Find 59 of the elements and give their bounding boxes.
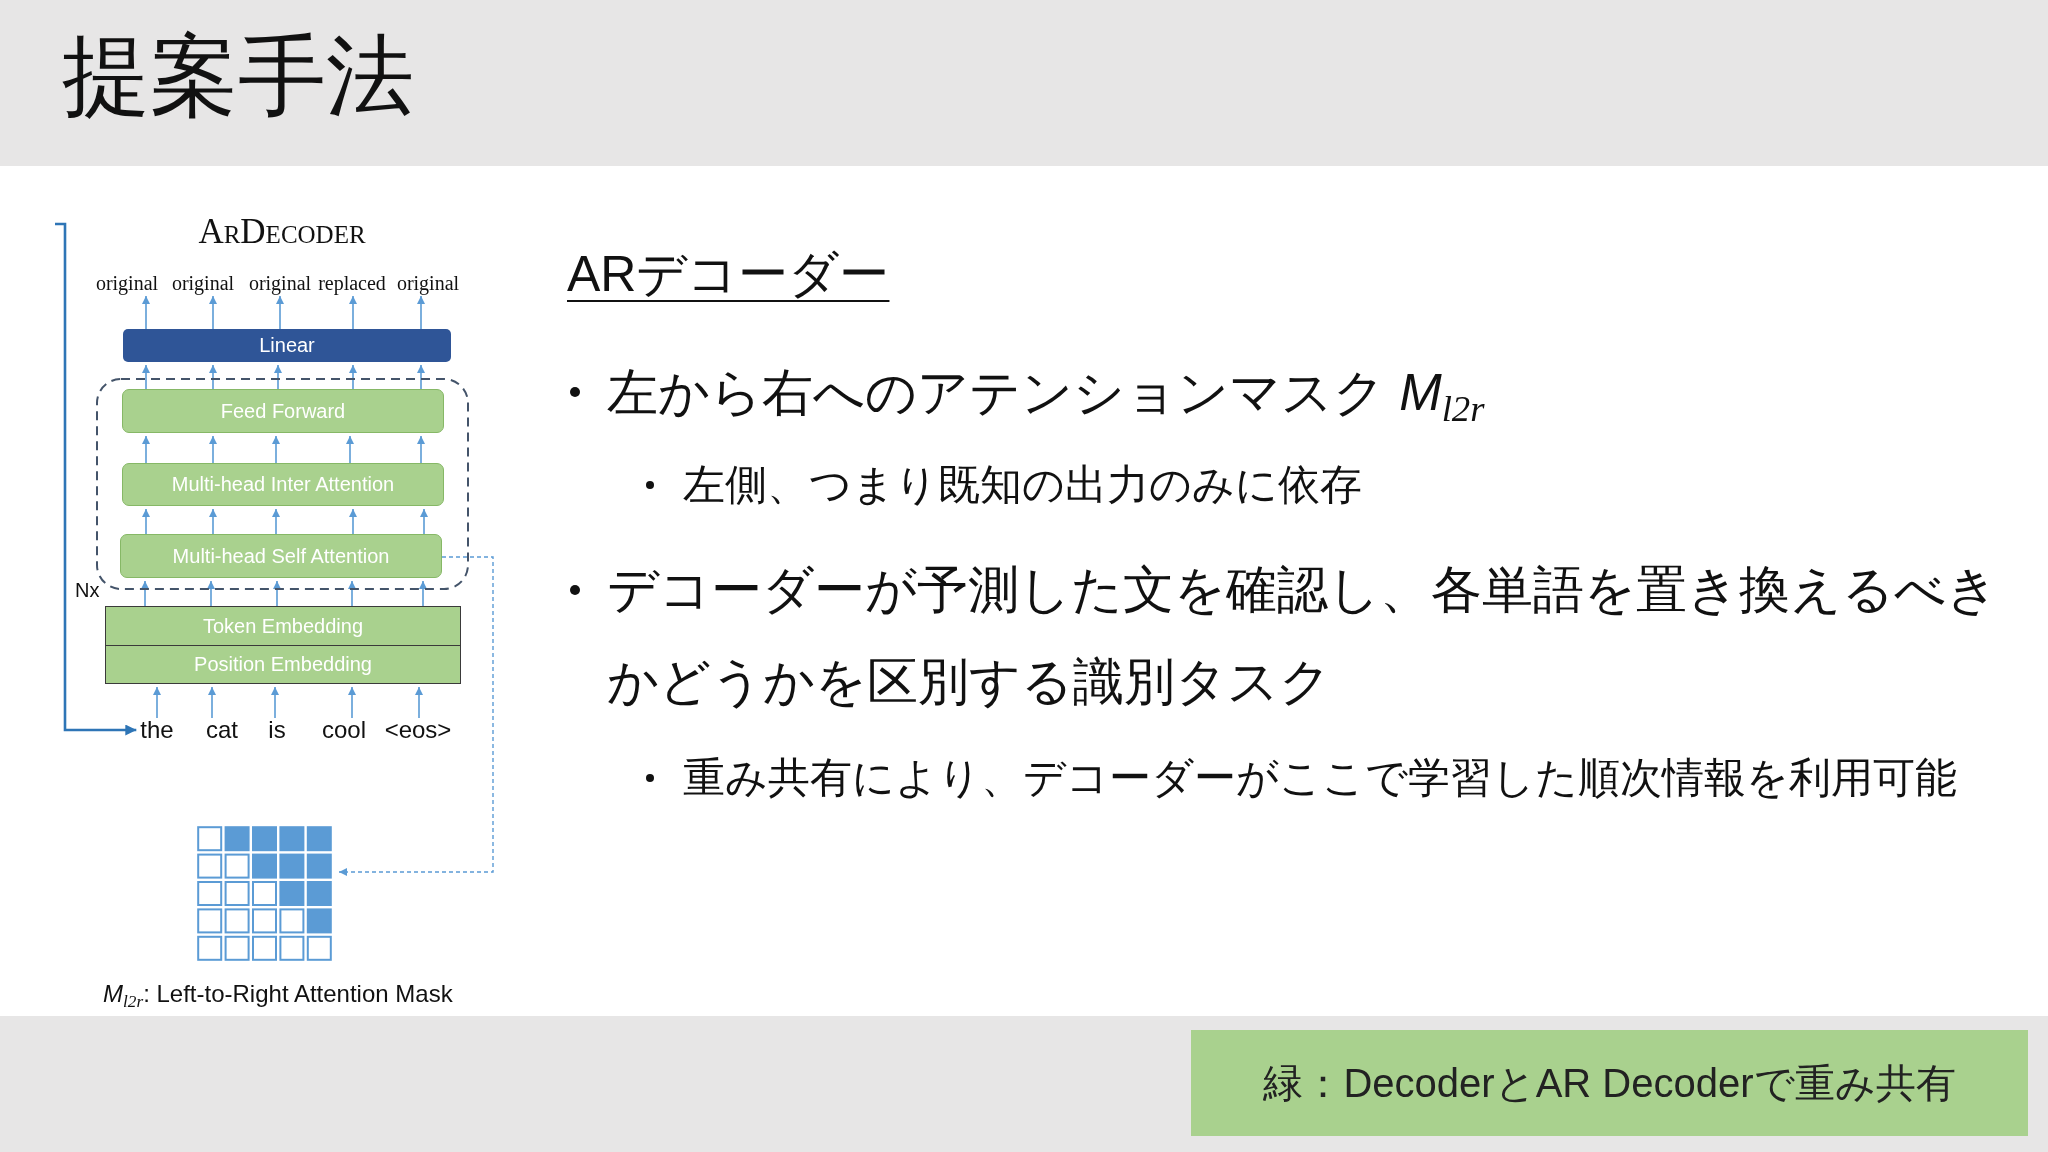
slide-title: 提案手法 [62,28,414,125]
arrow [208,686,216,719]
heading-text: ArDecoder [198,214,366,249]
arrow [209,435,217,464]
arrow [209,364,217,390]
layer-box: Feed Forward [122,389,444,433]
arrow [272,508,280,535]
section-heading: ARデコーダー [567,245,890,304]
arrow [417,364,425,390]
mask-grid [197,826,334,963]
arrow [415,686,423,719]
input-word: cat [206,718,238,742]
arrow [141,580,149,607]
output-word: original [396,273,460,293]
arrow [348,686,356,719]
repeat-label: Nx [75,580,100,600]
arrow [276,295,284,330]
arrow [274,364,282,390]
arrow [142,435,150,464]
input-word: <eos> [384,718,452,742]
sub-bullet-text: 重み共有により、デコーダーがここで学習した順次情報を利用可能 [683,753,1957,803]
arrow [207,580,215,607]
output-word: original [248,273,312,293]
embedding-box: Position Embedding [105,645,461,684]
layer-box: Multi-head Self Attention [120,534,442,578]
arrow [349,364,357,390]
bullet-text: デコーダーが予測した文を確認し、各単語を置き換えるべきかどうかを区別する識別タスク [607,560,1999,712]
arrow [55,222,137,736]
dashed-arrow [338,556,494,876]
input-word: the [140,718,174,742]
input-word: is [268,718,286,742]
arrow [142,508,150,535]
arrow [349,508,357,535]
arrow [271,686,279,719]
arrow [209,295,217,330]
grid-caption: M$_{l2r}$: Left-to-Right Attention Mask [103,979,453,1010]
arrow [272,435,280,464]
embedding-box: Token Embedding [105,606,461,646]
arrow [420,508,428,535]
arrow [349,295,357,330]
arrow [142,295,150,330]
arrow [273,580,281,607]
output-word: original [171,273,235,293]
arrow [142,364,150,390]
arrow [417,295,425,330]
arrow [348,580,356,607]
arrow [209,508,217,535]
arrow [419,580,427,607]
output-word: replaced [318,273,386,293]
arrow [417,435,425,464]
arrow [346,435,354,464]
output-word: original [95,273,159,293]
layer-box: Multi-head Inter Attention [122,463,444,506]
note-box: 緑：DecoderとAR Decoderで重み共有 [1191,1030,2028,1136]
bullet-text: 左から右へのアテンションマスク M$_{l2r}$ [607,363,1485,423]
linear-box: Linear [123,329,451,362]
sub-bullet-text: 左側、つまり既知の出力のみに依存 [683,460,1362,510]
input-word: cool [322,718,366,742]
arrow [153,686,161,719]
